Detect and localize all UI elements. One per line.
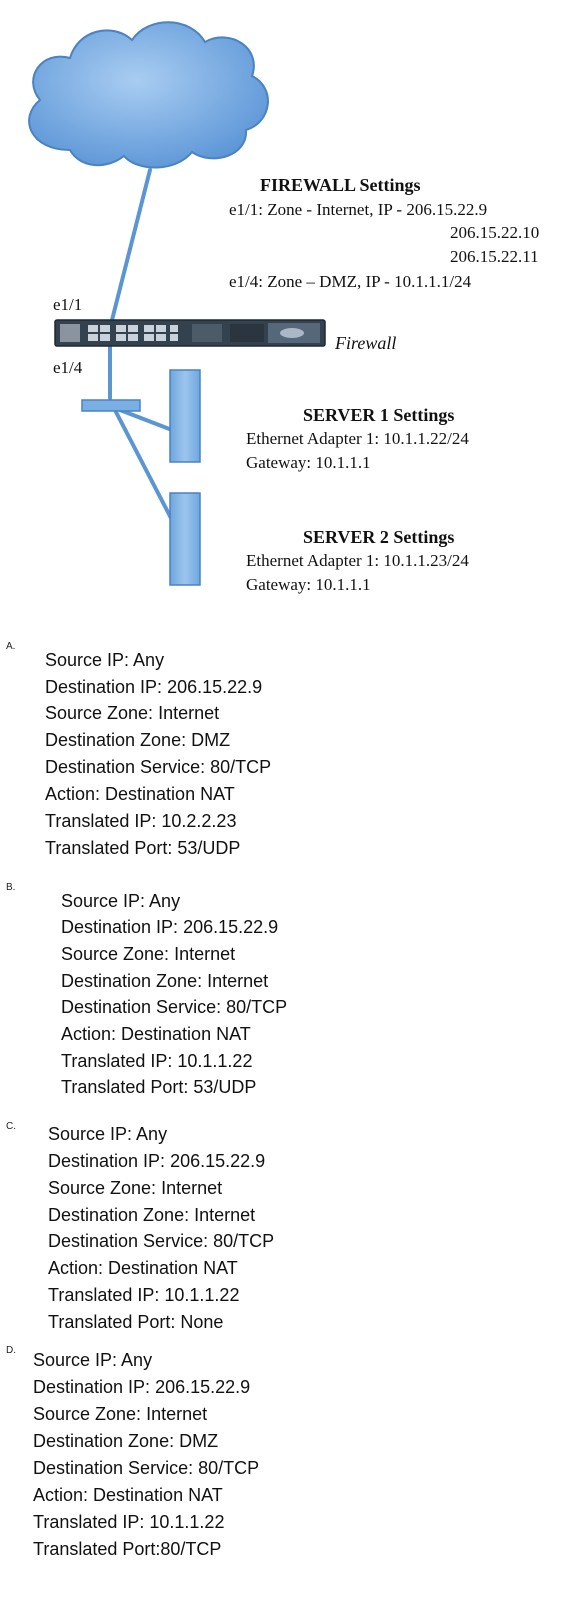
- server2-gateway: Gateway: 10.1.1.1: [246, 575, 371, 594]
- option-line: Translated IP: 10.1.1.22: [48, 1285, 240, 1305]
- server1-gateway: Gateway: 10.1.1.1: [246, 453, 371, 472]
- option-letter: D.: [6, 1345, 16, 1356]
- option-letter: B.: [6, 882, 16, 893]
- option-line: Destination Service: 80/TCP: [33, 1458, 260, 1478]
- option-line: Translated Port: 53/UDP: [45, 838, 241, 858]
- option-line: Destination Zone: Internet: [61, 971, 269, 991]
- firewall-settings-title: FIREWALL Settings: [260, 175, 421, 195]
- option-line: Translated Port: None: [48, 1312, 224, 1332]
- server-1-icon: [169, 369, 201, 463]
- option-letter: A.: [6, 641, 16, 652]
- option-line: Destination Zone: DMZ: [33, 1431, 219, 1451]
- option-line: Source IP: Any: [48, 1124, 168, 1144]
- server2-adapter: Ethernet Adapter 1: 10.1.1.23/24: [246, 551, 469, 570]
- option-line: Source IP: Any: [45, 650, 165, 670]
- firewall-label: Firewall: [335, 333, 397, 353]
- option-line: Translated Port:80/TCP: [33, 1539, 222, 1559]
- link-switch-to-server1: [118, 408, 174, 432]
- server1-settings-title: SERVER 1 Settings: [303, 405, 455, 425]
- network-diagram: e1/1 e1/4 Firewall FIREWALL Settings e1/…: [0, 0, 582, 625]
- option-line: Action: Destination NAT: [48, 1258, 238, 1278]
- interface-label-e1-4: e1/4: [53, 358, 83, 377]
- firewall-settings-line: 206.15.22.11: [450, 247, 539, 266]
- option-line: Destination Service: 80/TCP: [61, 997, 288, 1017]
- server2-settings-title: SERVER 2 Settings: [303, 527, 455, 547]
- server-2-icon: [169, 492, 201, 586]
- option-line: Translated IP: 10.2.2.23: [45, 811, 237, 831]
- option-line: Destination IP: 206.15.22.9: [33, 1377, 251, 1397]
- option-line: Action: Destination NAT: [45, 784, 235, 804]
- option-line: Destination Service: 80/TCP: [48, 1231, 275, 1251]
- firewall-appliance-icon: [54, 319, 326, 347]
- option-line: Source Zone: Internet: [45, 703, 220, 723]
- option-line: Source Zone: Internet: [48, 1178, 223, 1198]
- option-line: Translated Port: 53/UDP: [61, 1077, 257, 1097]
- option-line: Destination IP: 206.15.22.9: [45, 677, 263, 697]
- diagram-graphics: [28, 21, 326, 586]
- option-line: Destination IP: 206.15.22.9: [48, 1151, 266, 1171]
- network-links: [108, 168, 174, 522]
- option-line: Source Zone: Internet: [61, 944, 236, 964]
- option-line: Translated IP: 10.1.1.22: [33, 1512, 225, 1532]
- option-line: Action: Destination NAT: [33, 1485, 223, 1505]
- firewall-settings-line: e1/1: Zone - Internet, IP - 206.15.22.9: [229, 200, 488, 219]
- firewall-settings-line: 206.15.22.10: [450, 223, 540, 242]
- link-switch-to-server2: [114, 410, 174, 522]
- link-cloud-to-firewall: [108, 168, 152, 330]
- option-line: Destination Zone: Internet: [48, 1205, 256, 1225]
- option-letter: C.: [6, 1121, 16, 1132]
- option-line: Destination Zone: DMZ: [45, 730, 231, 750]
- option-line: Destination Service: 80/TCP: [45, 757, 272, 777]
- option-line: Destination IP: 206.15.22.9: [61, 917, 279, 937]
- option-line: Action: Destination NAT: [61, 1024, 251, 1044]
- option-line: Source IP: Any: [61, 891, 181, 911]
- option-line: Translated IP: 10.1.1.22: [61, 1051, 253, 1071]
- server1-adapter: Ethernet Adapter 1: 10.1.1.22/24: [246, 429, 469, 448]
- firewall-settings-line: e1/4: Zone – DMZ, IP - 10.1.1.1/24: [229, 272, 472, 291]
- interface-label-e1-1: e1/1: [53, 295, 83, 314]
- option-line: Source IP: Any: [33, 1350, 153, 1370]
- switch-icon: [81, 399, 141, 412]
- internet-cloud-icon: [28, 21, 269, 169]
- option-line: Source Zone: Internet: [33, 1404, 208, 1424]
